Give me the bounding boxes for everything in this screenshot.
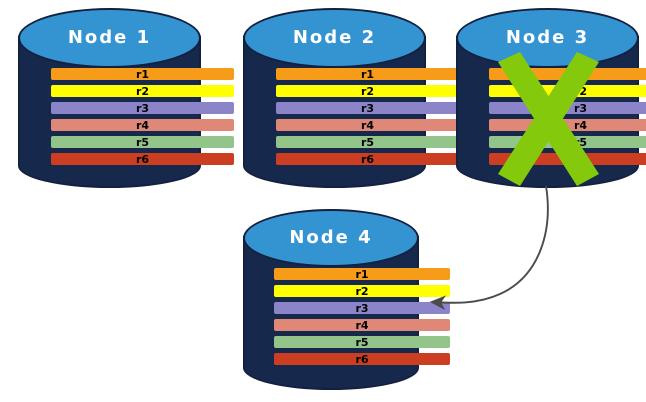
record-label: r2 xyxy=(355,284,369,298)
record-label: r2 xyxy=(573,84,588,98)
node-3-record-r5[interactable]: r5 xyxy=(489,136,646,148)
node-1-record-r2[interactable]: r2 xyxy=(51,85,234,97)
record-label: r5 xyxy=(360,135,375,149)
node-2-record-r6[interactable]: r6 xyxy=(276,153,459,165)
record-label: r3 xyxy=(573,101,588,115)
node-3-record-list: r1 r2 r3 r4 r5 r6 xyxy=(456,68,646,165)
record-label: r2 xyxy=(135,84,150,98)
record-label: r4 xyxy=(135,118,150,132)
node-2-record-r5[interactable]: r5 xyxy=(276,136,459,148)
node-1-record-r4[interactable]: r4 xyxy=(51,119,234,131)
node-1-record-r6[interactable]: r6 xyxy=(51,153,234,165)
record-label: r1 xyxy=(360,67,375,81)
record-label: r1 xyxy=(135,67,150,81)
record-label: r1 xyxy=(355,267,369,281)
node-2-record-list: r1 r2 r3 r4 r5 r6 xyxy=(243,68,492,165)
node-2-record-r2[interactable]: r2 xyxy=(276,85,459,97)
record-label: r3 xyxy=(135,101,150,115)
node-3-record-r1[interactable]: r1 xyxy=(489,68,646,80)
node-4-record-r1[interactable]: r1 xyxy=(274,268,450,280)
node-4-record-r3[interactable]: r3 xyxy=(274,302,450,314)
record-label: r4 xyxy=(360,118,375,132)
node-3-cylinder-top xyxy=(456,8,639,68)
node-3-record-r6[interactable]: r6 xyxy=(489,153,646,165)
record-label: r4 xyxy=(573,118,588,132)
node-2-cylinder-top xyxy=(243,8,426,68)
record-label: r3 xyxy=(360,101,375,115)
node-1-record-r5[interactable]: r5 xyxy=(51,136,234,148)
node-1-record-r3[interactable]: r3 xyxy=(51,102,234,114)
node-1-cylinder-top xyxy=(18,8,201,68)
record-label: r5 xyxy=(355,335,369,349)
record-label: r6 xyxy=(355,352,369,366)
record-label: r6 xyxy=(135,152,150,166)
node-4-record-r4[interactable]: r4 xyxy=(274,319,450,331)
record-label: r5 xyxy=(135,135,150,149)
node-4-record-r2[interactable]: r2 xyxy=(274,285,450,297)
node-4-record-r6[interactable]: r6 xyxy=(274,353,450,365)
node-2-record-r3[interactable]: r3 xyxy=(276,102,459,114)
node-4-record-list: r1 r2 r3 r4 r5 r6 xyxy=(243,268,481,365)
node-2-record-r4[interactable]: r4 xyxy=(276,119,459,131)
node-3-record-r3[interactable]: r3 xyxy=(489,102,646,114)
record-label: r2 xyxy=(360,84,375,98)
record-label: r4 xyxy=(355,318,369,332)
record-label: r5 xyxy=(573,135,588,149)
node-4-cylinder-top xyxy=(243,209,419,267)
node-1-record-list: r1 r2 r3 r4 r5 r6 xyxy=(18,68,267,165)
record-label: r3 xyxy=(355,301,369,315)
node-4-record-r5[interactable]: r5 xyxy=(274,336,450,348)
node-2-record-r1[interactable]: r1 xyxy=(276,68,459,80)
record-label: r6 xyxy=(360,152,375,166)
node-3-record-r4[interactable]: r4 xyxy=(489,119,646,131)
record-label: r6 xyxy=(573,152,588,166)
node-1-record-r1[interactable]: r1 xyxy=(51,68,234,80)
record-label: r1 xyxy=(573,67,588,81)
node-3-record-r2[interactable]: r2 xyxy=(489,85,646,97)
